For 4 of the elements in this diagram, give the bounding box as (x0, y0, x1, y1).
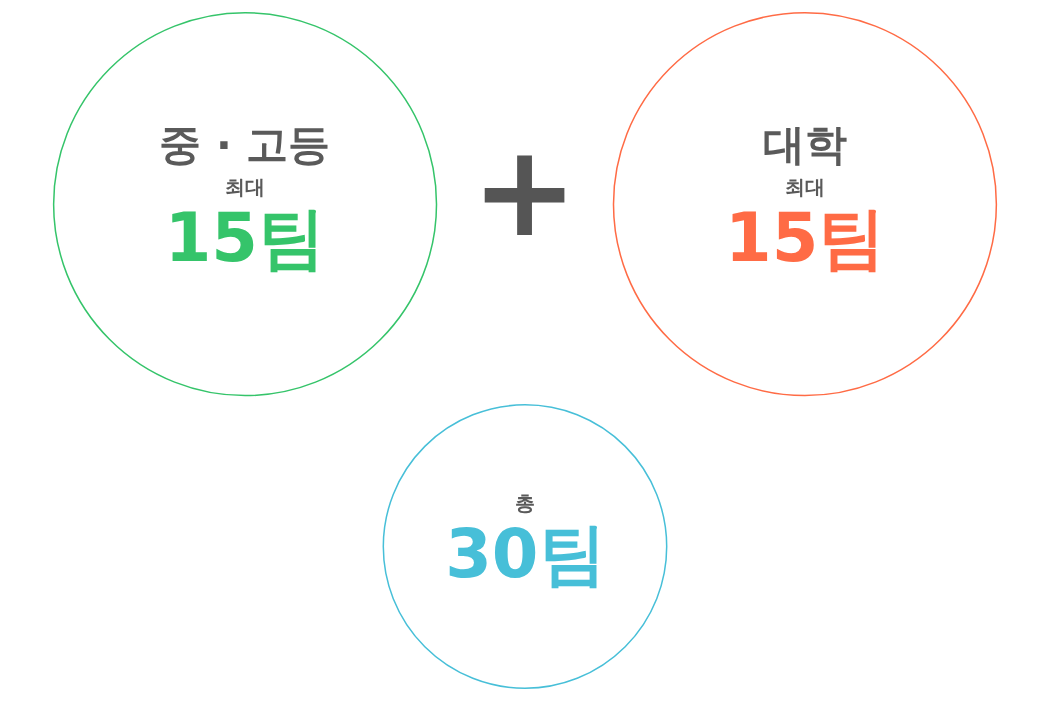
node-circle: 중 · 고등 최대 15팀 (52, 12, 438, 397)
label: + (471, 116, 578, 265)
node-circle: 대학 최대 15팀 (612, 12, 998, 397)
node-circle: 총 30팀 (382, 404, 668, 689)
